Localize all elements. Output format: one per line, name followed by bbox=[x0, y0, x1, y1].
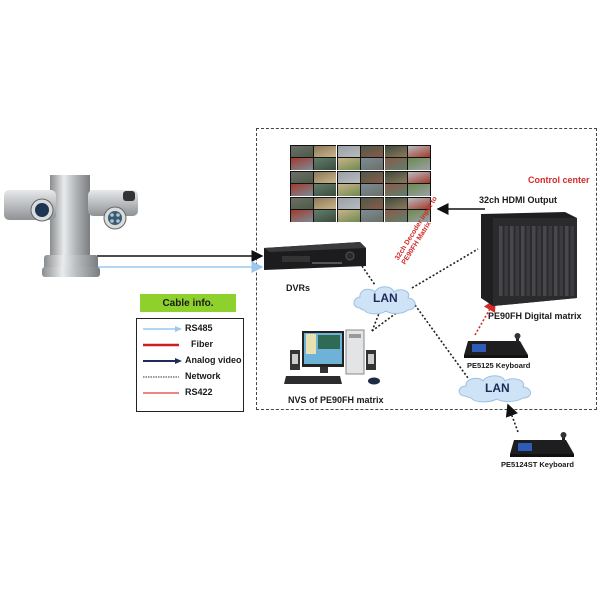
video-wall-monitor bbox=[290, 197, 337, 222]
video-wall-monitor bbox=[290, 145, 337, 170]
hdmi-output-label: 32ch HDMI Output bbox=[479, 195, 557, 205]
video-feed-tile bbox=[313, 210, 336, 222]
matrix-card-slot bbox=[515, 226, 519, 296]
video-feed-tile bbox=[360, 197, 384, 209]
matrix-card-slot bbox=[548, 226, 552, 296]
desktop-pc-icon bbox=[284, 329, 380, 385]
matrix-card-slot bbox=[499, 226, 503, 296]
ptz-camera-icon bbox=[4, 175, 138, 277]
legend-item-rs422: RS422 bbox=[143, 387, 213, 397]
video-feed-tile bbox=[290, 158, 313, 170]
video-feed-tile bbox=[408, 171, 431, 183]
matrix-card-slot bbox=[510, 226, 514, 296]
dvr-icon bbox=[264, 242, 366, 270]
video-feed-tile bbox=[290, 210, 313, 222]
matrix-card-slot bbox=[526, 226, 530, 296]
video-feed-tile bbox=[385, 184, 408, 196]
video-feed-tile bbox=[337, 158, 360, 170]
network-link-lan-lan bbox=[414, 304, 469, 379]
keyboard-2-label: PE5124ST Keyboard bbox=[501, 460, 574, 469]
video-feed-tile bbox=[337, 210, 360, 222]
video-feed-tile bbox=[337, 184, 360, 196]
video-feed-tile bbox=[290, 171, 313, 183]
network-link-keyboard-lan bbox=[505, 403, 519, 433]
legend-item-fiber: Fiber bbox=[143, 339, 214, 349]
matrix-card-slot bbox=[532, 226, 536, 296]
legend-item-rs485: RS485 bbox=[137, 323, 245, 335]
lan-secondary-label: LAN bbox=[485, 381, 510, 395]
video-feed-tile bbox=[408, 184, 431, 196]
video-feed-tile bbox=[313, 197, 336, 209]
video-feed-tile bbox=[408, 158, 431, 170]
video-feed-tile bbox=[408, 145, 431, 157]
video-feed-tile bbox=[360, 145, 384, 157]
keyboard-1-label: PE5125 Keyboard bbox=[467, 361, 531, 370]
legend-item-analog-video: Analog video bbox=[137, 355, 245, 367]
ptz-keyboard-2-icon bbox=[510, 432, 574, 457]
video-feed-tile bbox=[337, 197, 360, 209]
video-feed-tile bbox=[408, 210, 431, 222]
matrix-card-slot bbox=[504, 226, 508, 296]
video-feed-tile bbox=[385, 171, 408, 183]
matrix-card-slot bbox=[554, 226, 558, 296]
network-link-lan-matrix bbox=[411, 248, 479, 289]
video-wall-monitor bbox=[337, 197, 384, 222]
video-feed-tile bbox=[290, 184, 313, 196]
video-feed-tile bbox=[360, 171, 384, 183]
nvs-label: NVS of PE90FH matrix bbox=[288, 395, 384, 405]
video-feed-tile bbox=[313, 158, 336, 170]
video-wall-monitor bbox=[384, 197, 431, 222]
legend-title: Cable info. bbox=[140, 294, 236, 312]
matrix-card-slot bbox=[565, 226, 569, 296]
video-feed-tile bbox=[385, 145, 408, 157]
video-wall-monitor bbox=[337, 145, 384, 170]
video-feed-tile bbox=[385, 158, 408, 170]
matrix-card-slot bbox=[537, 226, 541, 296]
control-center-label: Control center bbox=[528, 175, 590, 185]
legend-item-network: Network bbox=[143, 371, 221, 381]
matrix-card-slot bbox=[543, 226, 547, 296]
lan-main-label: LAN bbox=[373, 291, 398, 305]
video-feed-tile bbox=[290, 197, 313, 209]
video-wall-monitor bbox=[290, 171, 337, 196]
video-feed-tile bbox=[337, 171, 360, 183]
rs422-link bbox=[474, 298, 496, 336]
video-feed-tile bbox=[360, 158, 384, 170]
dvr-label: DVRs bbox=[286, 283, 311, 293]
video-feed-tile bbox=[408, 197, 431, 209]
network-link-nvs-lan bbox=[371, 310, 381, 332]
lan-main-cloud-icon bbox=[353, 286, 416, 315]
video-feed-tile bbox=[313, 145, 336, 157]
lan-secondary-cloud-icon bbox=[458, 375, 531, 403]
video-feed-tile bbox=[313, 184, 336, 196]
legend-box: RS485 Fiber Analog video Network RS422 bbox=[136, 318, 244, 412]
video-wall-icon bbox=[290, 145, 432, 223]
matrix-card-slot bbox=[521, 226, 525, 296]
video-feed-tile bbox=[290, 145, 313, 157]
video-feed-tile bbox=[385, 197, 408, 209]
video-wall-monitor bbox=[337, 171, 384, 196]
ptz-keyboard-1-icon bbox=[464, 333, 528, 358]
matrix-card-slot bbox=[570, 226, 574, 296]
matrix-label: PE90FH Digital matrix bbox=[488, 311, 582, 321]
video-feed-tile bbox=[360, 184, 384, 196]
video-feed-tile bbox=[337, 145, 360, 157]
matrix-card-slot bbox=[559, 226, 563, 296]
video-feed-tile bbox=[360, 210, 384, 222]
matrix-chassis-icon bbox=[481, 212, 577, 306]
video-wall-monitor bbox=[384, 171, 431, 196]
video-wall-monitor bbox=[384, 145, 431, 170]
video-feed-tile bbox=[313, 171, 336, 183]
video-feed-tile bbox=[385, 210, 408, 222]
